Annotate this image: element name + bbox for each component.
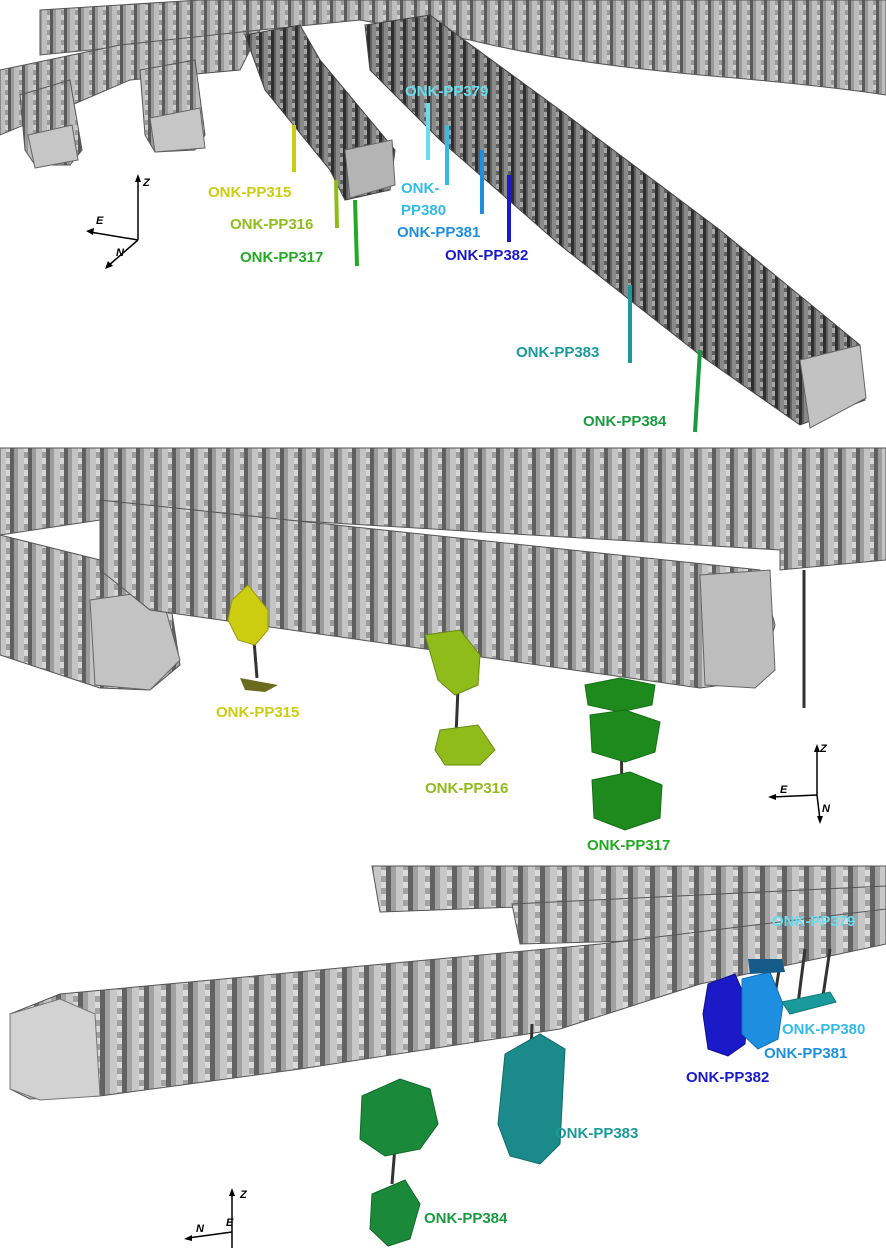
axis-e-middle: E [780,784,788,796]
label-pp380-line2: PP380 [401,202,446,219]
borehole-pp316 [334,179,339,229]
borehole-pp317-middle [584,677,663,831]
label-pp379: ONK-PP379 [405,83,488,100]
borehole-pp316-middle [424,629,496,766]
label-pp384: ONK-PP384 [583,413,667,430]
front-tunnel-bottom [9,908,886,1100]
panel-top-svg: ONK-PP315 ONK-PP316 ONK-PP317 ONK-PP379 … [0,0,886,433]
borehole-cluster-bottom [702,948,837,1057]
label-pp317: ONK-PP317 [240,249,323,266]
label-pp316-middle: ONK-PP316 [425,780,508,797]
axis-n-bottom: N [196,1223,205,1235]
label-pp317-middle: ONK-PP317 [587,837,670,854]
borehole-pp317 [353,199,359,267]
label-pp315-middle: ONK-PP315 [216,704,299,721]
borehole-pp384-bottom [359,1078,439,1247]
axis-z-bottom: Z [239,1189,248,1201]
label-pp380-bottom: ONK-PP380 [782,1021,865,1038]
axes-gizmo-bottom: Z N E [184,1188,248,1248]
stub-tunnel-2-end [149,107,206,153]
label-pp381: ONK-PP381 [397,224,480,241]
label-pp382-bottom: ONK-PP382 [686,1069,769,1086]
main-tunnel-back [39,0,886,96]
label-pp383: ONK-PP383 [516,344,599,361]
axis-e-top: E [96,215,104,227]
axis-e-bottom: E [226,1217,234,1229]
axes-gizmo-top: Z E N [86,174,151,269]
label-pp383-bottom: ONK-PP383 [555,1125,638,1142]
borehole-pp384 [693,349,702,433]
panel-bottom-svg: ONK-PP379 ONK-PP380 ONK-PP381 ONK-PP382 … [9,865,886,1248]
panel-middle-svg: ONK-PP315 ONK-PP316 ONK-PP317 Z E N [0,447,886,854]
panel-middle-view: ONK-PP315 ONK-PP316 ONK-PP317 Z E N [0,440,886,864]
label-pp382: ONK-PP382 [445,247,528,264]
middle-tunnel-end [344,139,396,199]
label-pp379-bottom: ONK-PP379 [772,913,855,930]
borehole-pp315-middle [227,584,278,692]
axis-z-top: Z [142,177,151,189]
axis-z-middle: Z [819,743,828,755]
label-pp316: ONK-PP316 [230,216,313,233]
back-tunnel-middle [0,447,886,571]
axis-n-top: N [116,247,125,259]
panel-top-view: ONK-PP315 ONK-PP316 ONK-PP317 ONK-PP379 … [0,0,886,440]
label-pp380-line1: ONK- [401,180,439,197]
borehole-pp383-bottom [497,1023,566,1165]
axes-gizmo-middle: Z E N [768,743,831,824]
panel-bottom-view: ONK-PP379 ONK-PP380 ONK-PP381 ONK-PP382 … [0,864,886,1258]
label-pp315: ONK-PP315 [208,184,291,201]
label-pp381-bottom: ONK-PP381 [764,1045,847,1062]
axis-n-middle: N [822,803,831,815]
front-tunnel-middle-end [699,569,776,689]
label-pp384-bottom: ONK-PP384 [424,1210,508,1227]
front-tunnel-bottom-end [9,998,101,1101]
long-tunnel-end [799,344,867,429]
stub-tunnel-1-end [27,124,79,169]
